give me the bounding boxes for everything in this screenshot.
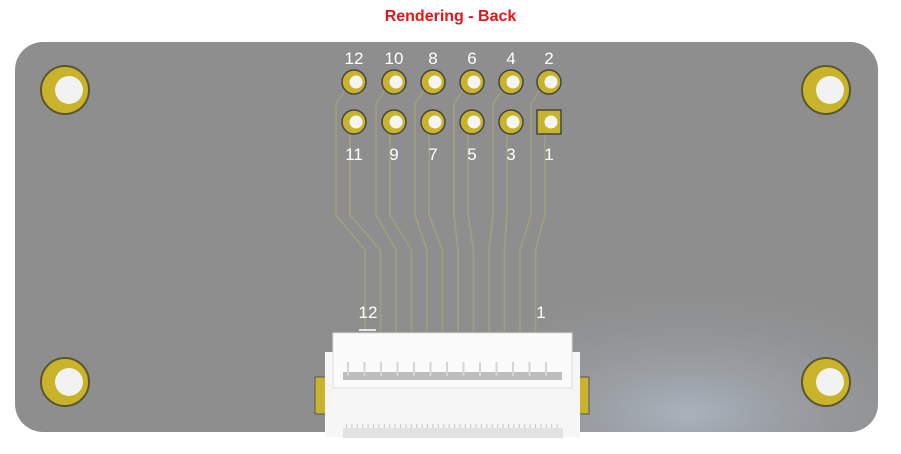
pin-label-bottom: 11 (345, 145, 363, 164)
pin-pad (381, 69, 407, 95)
pin-label-top: 10 (385, 49, 404, 68)
pin-pad (459, 69, 485, 95)
pin-pad (341, 69, 367, 95)
pin-pad (420, 69, 446, 95)
pin-label-bottom: 5 (467, 145, 476, 164)
pin-label-bottom: 9 (389, 145, 398, 164)
pin-header: 12 11 10 9 8 7 6 5 4 3 2 1 (341, 49, 562, 164)
pin-pad (341, 109, 367, 135)
pin-label-top: 6 (467, 49, 476, 68)
pin-pad (459, 109, 485, 135)
pin-pad (381, 109, 407, 135)
figure-title: Rendering - Back (384, 8, 517, 25)
connector-label-right: 1 (536, 303, 545, 322)
pin-pad (498, 69, 524, 95)
pin-label-top: 4 (506, 49, 515, 68)
pin-1-pad (536, 109, 562, 135)
pin-label-bottom: 3 (506, 145, 515, 164)
traces (335, 81, 546, 332)
connector-label-left: 12 (359, 303, 378, 322)
pin-label-bottom: 7 (428, 145, 437, 164)
mounting-holes (40, 65, 851, 407)
connector: 12 1 (314, 303, 590, 438)
pin-label-top: 8 (428, 49, 437, 68)
pin-label-top: 2 (544, 49, 553, 68)
pin-label-top: 12 (345, 49, 364, 68)
pin-pad (420, 109, 446, 135)
pin-label-bottom: 1 (544, 145, 553, 164)
pin-pad (536, 69, 562, 95)
pin-pad (498, 109, 524, 135)
